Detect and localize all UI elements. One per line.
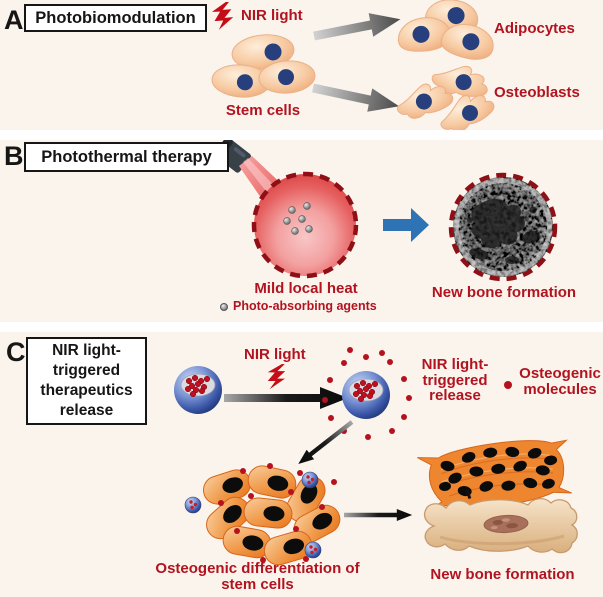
triggered-release-label: NIR light- triggered release [421, 356, 489, 404]
nir-lightning-icon-c [263, 363, 289, 391]
stem-cells-illustration [211, 34, 316, 98]
bone-illustration [423, 498, 578, 554]
differentiated-cells-illustration [184, 462, 346, 569]
panel-c-title-line: therapeutics [40, 382, 133, 399]
osteoblasts-label: Osteoblasts [494, 84, 580, 101]
bone-tissue-illustration [417, 439, 572, 512]
black-arrow-nir [224, 387, 348, 409]
panel-c-title-line: triggered [52, 362, 121, 379]
stem-cells-label: Stem cells [225, 102, 301, 119]
photo-absorbing-agent-icon [220, 302, 228, 311]
panel-b-title: Photothermal therapy [41, 147, 212, 166]
mild-heat-circle-illustration [251, 171, 359, 279]
new-bone-formation-label-b: New bone formation [431, 284, 577, 301]
osteoblasts-illustration [393, 56, 499, 130]
bone-ct-illustration [448, 172, 558, 282]
new-bone-formation-label-c: New bone formation [430, 566, 575, 583]
nir-light-label-a: NIR light [241, 7, 303, 24]
bone-defect-patch [483, 514, 529, 534]
panel-b-title-box: Photothermal therapy [24, 142, 229, 172]
panel-a-illustration [211, 0, 499, 130]
photo-absorbing-agents-legend: Photo-absorbing agents [220, 299, 377, 313]
gray-black-arrow-right [344, 508, 413, 522]
panel-divider-ab [0, 130, 603, 140]
nanoparticle-loaded-icon [173, 365, 223, 415]
adipocytes-label: Adipocytes [494, 20, 575, 37]
mild-local-heat-label: Mild local heat [254, 280, 358, 297]
panel-b-letter: B [4, 141, 24, 171]
adipocytes-illustration [395, 0, 498, 65]
blue-arrow-icon [383, 208, 429, 242]
panel-divider-bc [0, 322, 603, 332]
panel-a-letter: A [4, 5, 24, 35]
panel-c-illustration [173, 347, 578, 569]
panel-c-title-box: NIR light- triggered therapeutics releas… [26, 337, 147, 425]
photo-absorbing-agents-dots [283, 202, 313, 235]
arrow-to-adipocytes [311, 7, 403, 48]
black-arrow-down-left [294, 417, 356, 469]
panel-c-letter: C [6, 337, 26, 367]
osteogenic-molecules-label: Osteogenic molecules [519, 365, 601, 398]
nir-lightning-icon [212, 2, 234, 30]
panel-c-title-line: NIR light- [52, 342, 121, 359]
panel-a-title: Photobiomodulation [35, 8, 196, 27]
photo-absorbing-agents-label: Photo-absorbing agents [233, 299, 377, 313]
arrow-to-osteoblasts [310, 76, 402, 119]
osteogenic-molecule-dots [218, 463, 337, 563]
osteogenic-molecule-icon [504, 381, 512, 389]
osteogenic-differentiation-label: Osteogenic differentiation of stem cells [155, 560, 360, 593]
panel-a-title-box: Photobiomodulation [24, 4, 207, 32]
panel-c-title-line: release [59, 402, 114, 419]
nir-light-label-c: NIR light [244, 346, 306, 363]
